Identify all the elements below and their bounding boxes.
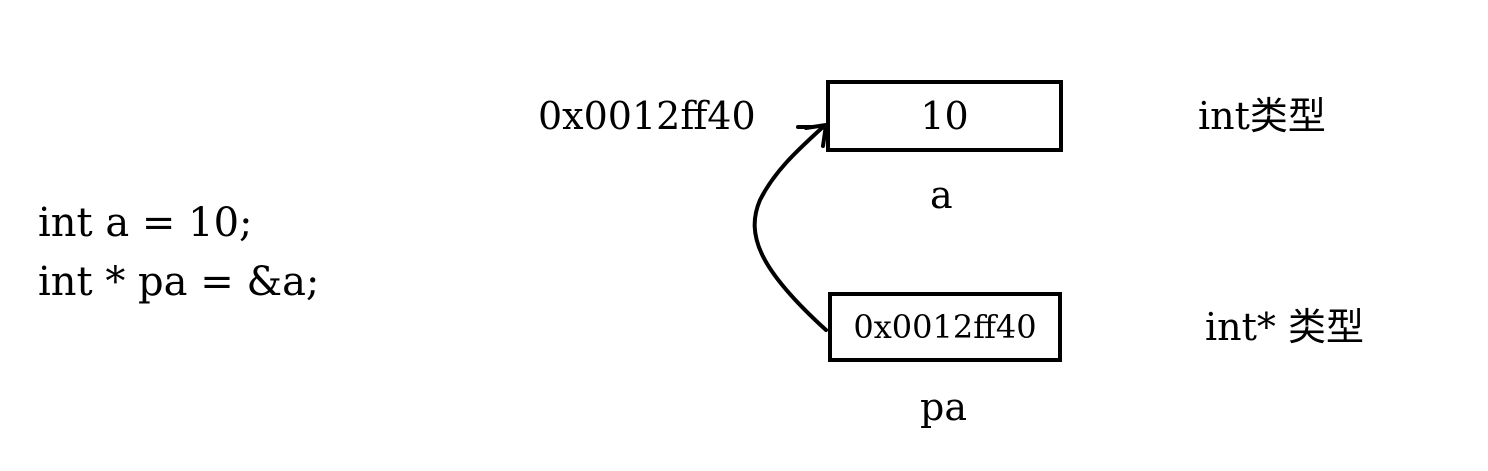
type-label-a: int类型 xyxy=(1198,94,1326,138)
type-label-pa: int* 类型 xyxy=(1205,305,1364,349)
pointer-arrow-curve xyxy=(752,124,828,332)
memory-cell-a-value: 10 xyxy=(920,94,969,138)
variable-name-pa: pa xyxy=(920,385,967,429)
address-label-a: 0x0012ff40 xyxy=(538,94,756,138)
variable-name-a: a xyxy=(930,173,953,217)
memory-cell-pa: 0x0012ff40 xyxy=(828,292,1062,362)
code-line-declaration-pa: int * pa = &a; xyxy=(38,259,320,305)
code-line-declaration-a: int a = 10; xyxy=(38,200,253,246)
memory-cell-pa-value: 0x0012ff40 xyxy=(853,308,1037,346)
memory-cell-a: 10 xyxy=(826,80,1063,152)
